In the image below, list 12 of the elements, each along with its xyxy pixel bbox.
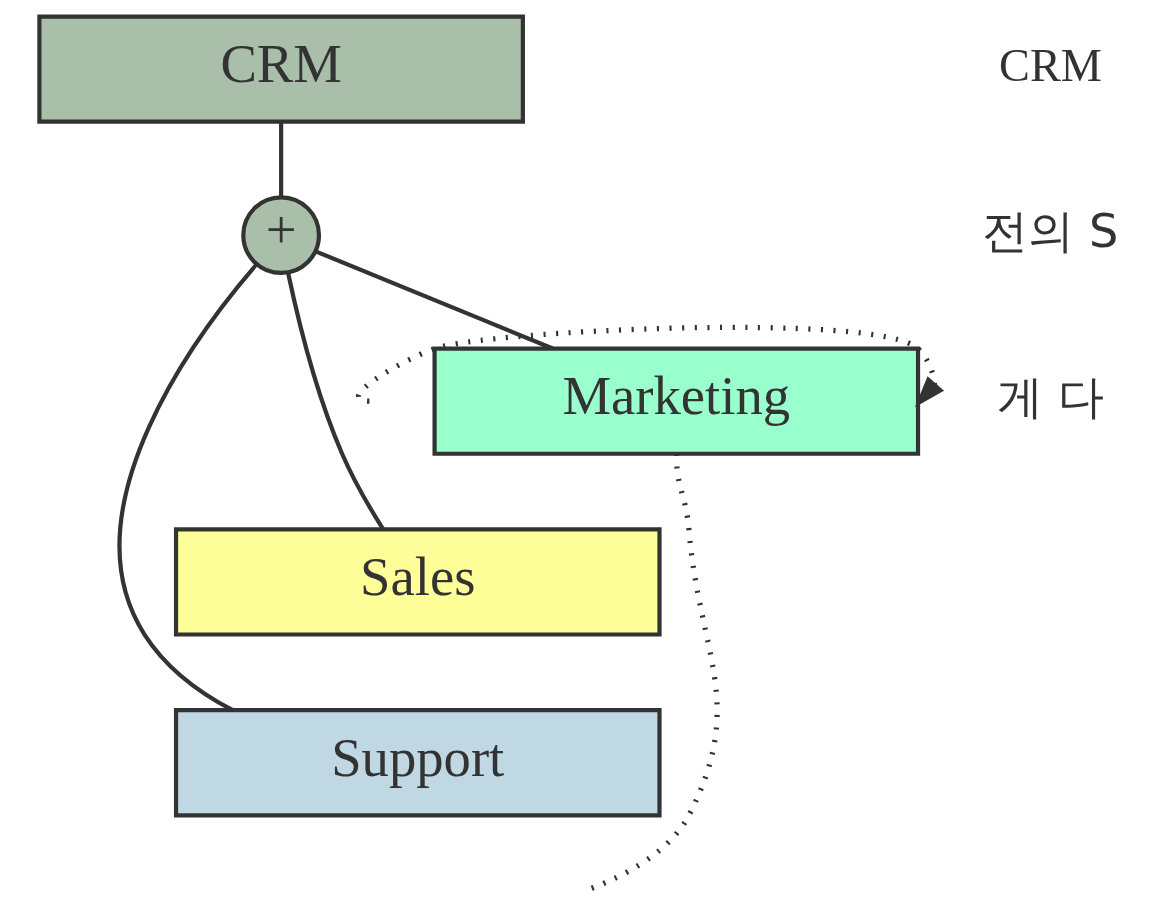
label: 전의 S xyxy=(982,203,1119,258)
connector xyxy=(286,272,386,531)
label: CRM xyxy=(999,39,1102,91)
connector xyxy=(314,249,554,351)
connector xyxy=(279,122,284,197)
label: 게 다 xyxy=(997,369,1104,424)
node-box: Sales xyxy=(173,527,662,637)
node-box: CRM xyxy=(37,14,525,124)
node-box: Support xyxy=(173,708,662,818)
node-circle: + xyxy=(241,195,322,276)
node-box: Marketing xyxy=(432,346,921,456)
arrow xyxy=(356,324,945,408)
